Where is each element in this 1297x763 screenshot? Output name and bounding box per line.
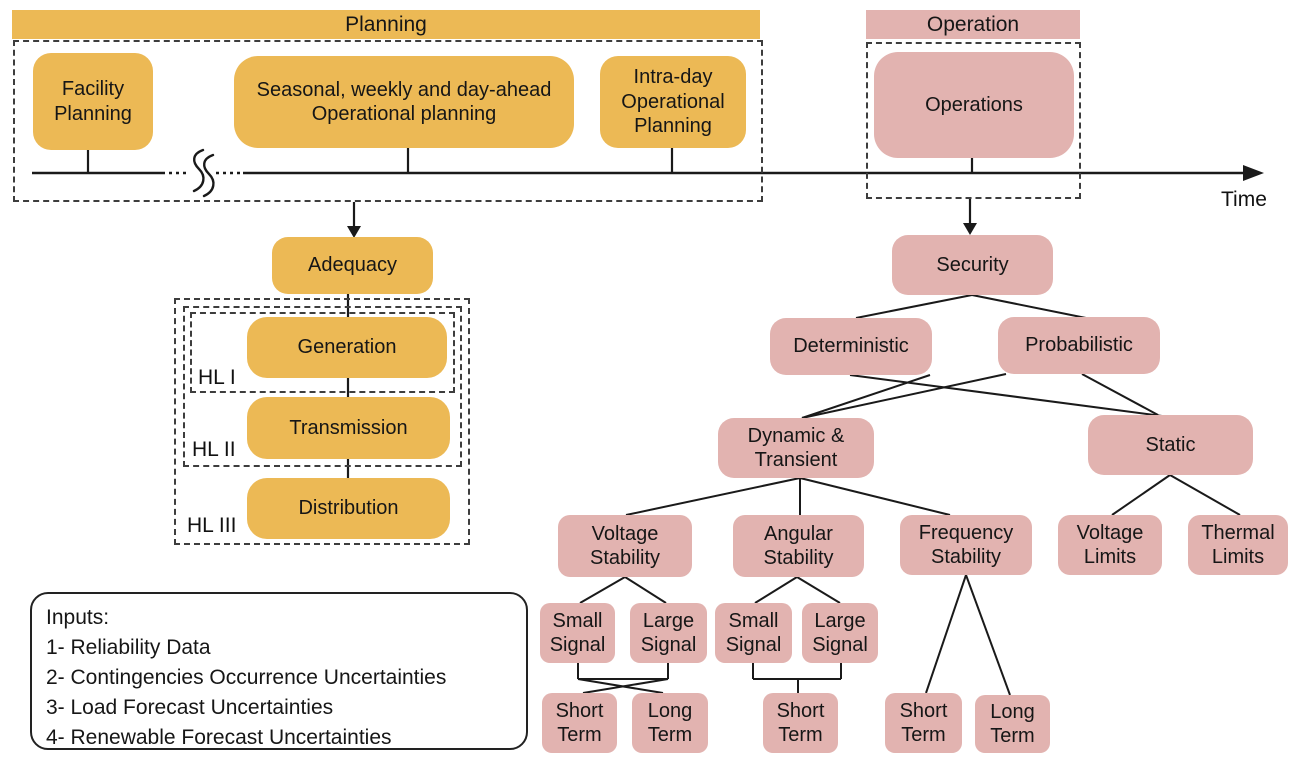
operation-region-outline <box>866 42 1081 199</box>
seasonal-planning-box: Seasonal, weekly and day-ahead Operation… <box>234 56 574 148</box>
facility-planning-box: Facility Planning <box>33 53 153 150</box>
frequency-stability-box: Frequency Stability <box>900 515 1032 575</box>
static-box: Static <box>1088 415 1253 475</box>
angular-stability-box: Angular Stability <box>733 515 864 577</box>
security-root-box: Security <box>892 235 1053 295</box>
hl3-label: HL III <box>187 514 237 537</box>
hl1-label: HL I <box>198 366 236 389</box>
inputs-item: 3- Load Forecast Uncertainties <box>46 696 334 719</box>
intraday-planning-box: Intra-day Operational Planning <box>600 56 746 148</box>
long-term-box: Long Term <box>632 693 708 753</box>
short-term-box: Short Term <box>885 693 962 753</box>
deterministic-box: Deterministic <box>770 318 932 375</box>
small-signal-box: Small Signal <box>715 603 792 663</box>
hl2-outline <box>183 306 462 467</box>
operations-box: Operations <box>874 52 1074 158</box>
long-term-box: Long Term <box>975 695 1050 753</box>
inputs-item: 2- Contingencies Occurrence Uncertaintie… <box>46 666 447 689</box>
inputs-item: 4- Renewable Forecast Uncertainties <box>46 726 392 749</box>
large-signal-box: Large Signal <box>630 603 707 663</box>
inputs-title: Inputs: <box>46 606 110 629</box>
short-term-box: Short Term <box>763 693 838 753</box>
planning-phase-header: Planning <box>12 10 760 39</box>
adequacy-root-box: Adequacy <box>272 237 433 294</box>
time-axis-arrowhead <box>1243 165 1264 181</box>
small-signal-box: Small Signal <box>540 603 615 663</box>
hl2-label: HL II <box>192 438 236 461</box>
planning-to-adequacy-arrow <box>347 202 361 238</box>
short-term-box: Short Term <box>542 693 617 753</box>
transmission-box: Transmission <box>247 397 450 459</box>
large-signal-box: Large Signal <box>802 603 878 663</box>
hl1-outline <box>190 312 455 393</box>
thermal-limits-box: Thermal Limits <box>1188 515 1288 575</box>
operation-phase-header: Operation <box>866 10 1080 39</box>
operation-to-security-arrow <box>963 199 977 235</box>
generation-box: Generation <box>247 317 447 378</box>
dynamic-transient-box: Dynamic & Transient <box>718 418 874 478</box>
time-axis-label: Time <box>1221 188 1267 211</box>
probabilistic-box: Probabilistic <box>998 317 1160 374</box>
distribution-box: Distribution <box>247 478 450 539</box>
hl3-outline <box>174 298 470 545</box>
inputs-panel: Inputs: 1- Reliability Data 2- Contingen… <box>30 592 528 750</box>
voltage-limits-box: Voltage Limits <box>1058 515 1162 575</box>
planning-region-outline <box>13 40 763 202</box>
voltage-stability-box: Voltage Stability <box>558 515 692 577</box>
inputs-item: 1- Reliability Data <box>46 636 211 659</box>
